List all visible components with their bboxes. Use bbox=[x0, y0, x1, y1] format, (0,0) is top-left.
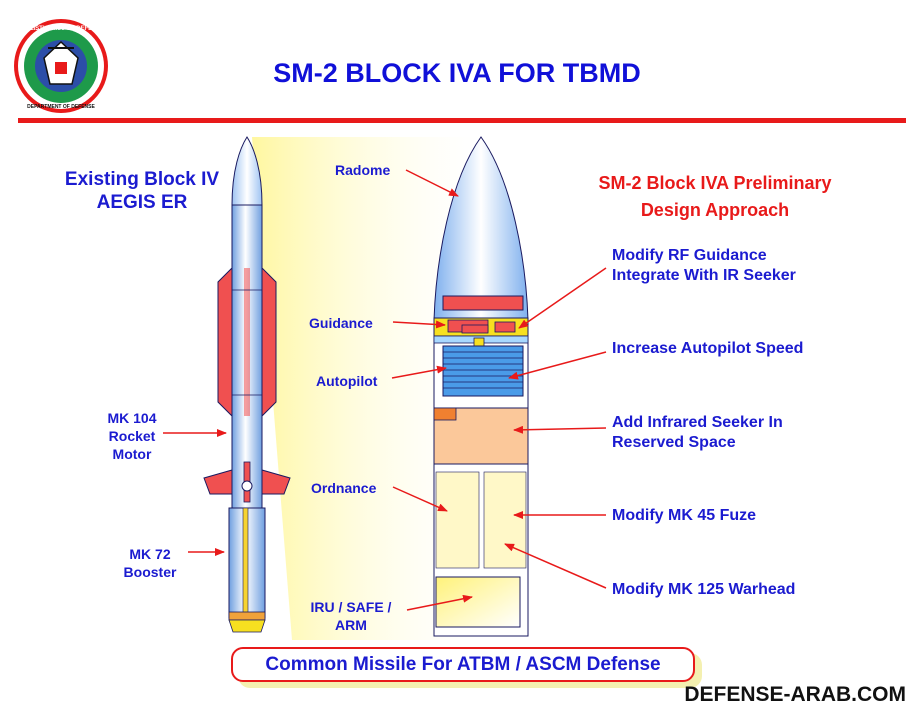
mod-ir-seeker-line-2: Reserved Space bbox=[612, 434, 736, 451]
logo-ring-text: BALLISTIC MISSILE DEFENSE bbox=[17, 26, 104, 32]
label-radome: Radome bbox=[335, 162, 391, 178]
right-heading-line-1: SM-2 Block IVA Preliminary bbox=[598, 173, 832, 193]
bmd-seal-logo: BALLISTIC MISSILE DEFENSE DEPARTMENT OF … bbox=[14, 19, 108, 113]
left-heading-line-2: AEGIS ER bbox=[96, 192, 188, 213]
mod-rf-guidance-line-2: Integrate With IR Seeker bbox=[612, 267, 796, 284]
label-guidance: Guidance bbox=[309, 315, 373, 331]
mod-fuze: Modify MK 45 Fuze bbox=[612, 507, 757, 524]
label-iru: IRU / SAFE / ARM bbox=[296, 598, 406, 634]
label-mk104-line-3: Motor bbox=[112, 446, 152, 462]
common-missile-banner: Common Missile For ATBM / ASCM Defense bbox=[231, 647, 695, 682]
watermark: DEFENSE-ARAB.COM bbox=[684, 683, 906, 706]
warhead-left bbox=[435, 471, 480, 569]
autopilot-section bbox=[442, 345, 524, 397]
label-mk72-line-1: MK 72 bbox=[129, 546, 171, 562]
banner-text: Common Missile For ATBM / ASCM Defense bbox=[265, 654, 661, 675]
mod-autopilot-speed: Increase Autopilot Speed bbox=[612, 340, 804, 357]
label-mk72: MK 72 Booster bbox=[110, 545, 190, 581]
warhead-right bbox=[483, 471, 527, 569]
callout-arrows bbox=[163, 169, 607, 611]
mod-rf-guidance: Modify RF Guidance Integrate With IR See… bbox=[612, 246, 796, 286]
label-mk72-line-2: Booster bbox=[123, 564, 177, 580]
label-mk104-line-1: MK 104 bbox=[107, 410, 157, 426]
right-heading-line-2: Design Approach bbox=[640, 200, 790, 220]
label-mk104-line-2: Rocket bbox=[108, 428, 156, 444]
block-iva-cutaway bbox=[433, 136, 529, 637]
label-iru-line-1: IRU / SAFE / bbox=[310, 599, 392, 615]
left-heading: Existing Block IV AEGIS ER bbox=[42, 168, 242, 214]
radome-cone bbox=[433, 136, 529, 321]
header-rule bbox=[18, 118, 906, 123]
mod-rf-guidance-line-1: Modify RF Guidance bbox=[612, 247, 767, 264]
mod-ir-seeker: Add Infrared Seeker In Reserved Space bbox=[612, 413, 783, 453]
label-ordnance: Ordnance bbox=[311, 480, 377, 496]
right-heading: SM-2 Block IVA Preliminary Design Approa… bbox=[565, 170, 865, 224]
logo-ring-text-bottom: DEPARTMENT OF DEFENSE bbox=[27, 104, 95, 110]
page-title: SM-2 BLOCK IVA FOR TBMD bbox=[273, 58, 641, 88]
projection-cone bbox=[252, 137, 478, 640]
label-autopilot: Autopilot bbox=[316, 373, 378, 389]
label-mk104: MK 104 Rocket Motor bbox=[92, 409, 172, 463]
left-heading-line-1: Existing Block IV bbox=[64, 169, 220, 190]
label-iru-line-2: ARM bbox=[335, 617, 367, 633]
existing-block-iv-missile bbox=[203, 136, 291, 633]
rf-antenna bbox=[442, 295, 524, 311]
mod-warhead: Modify MK 125 Warhead bbox=[612, 581, 796, 598]
mod-ir-seeker-line-1: Add Infrared Seeker In bbox=[612, 414, 783, 431]
